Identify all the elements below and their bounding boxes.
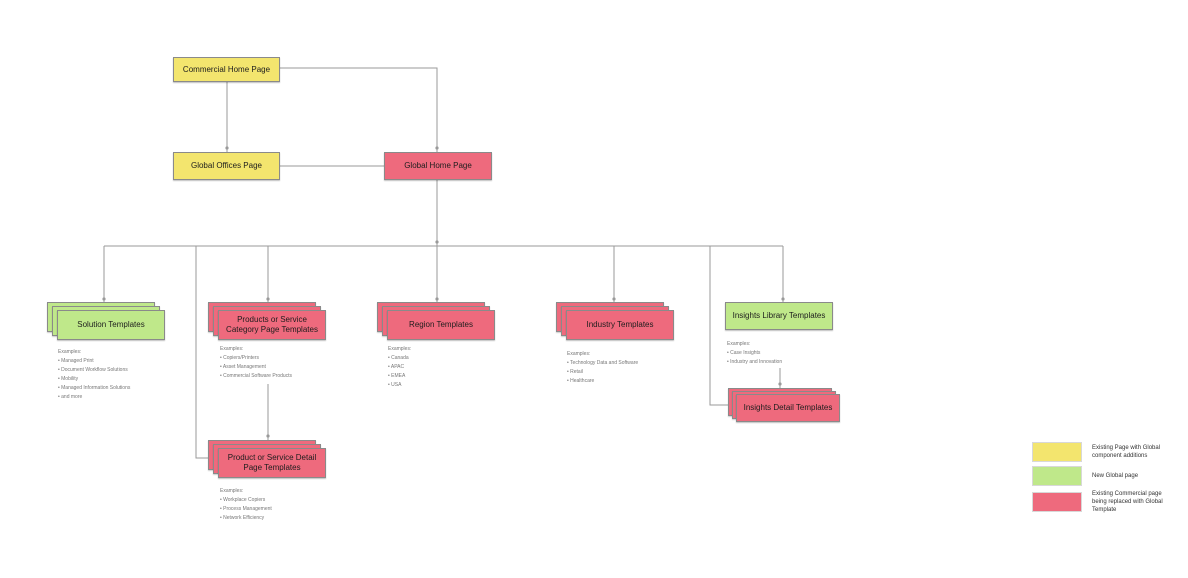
note-line: • Retail (567, 369, 583, 375)
node-insights-library[interactable]: Insights Library Templates (725, 302, 833, 330)
stack-solution-templates: Solution Templates (47, 302, 167, 342)
node-global-offices[interactable]: Global Offices Page (173, 152, 280, 180)
node-region-templates[interactable]: Region Templates (387, 310, 495, 340)
line-drop-to-detail (195, 246, 208, 459)
notes-insights: Examples: • Case Insights • Industry and… (727, 340, 782, 367)
note-line: • Asset Management (220, 364, 266, 370)
node-commercial-home[interactable]: Commercial Home Page (173, 57, 280, 82)
note-line: • Case Insights (727, 350, 761, 356)
note-line: Examples: (220, 346, 244, 352)
note-line: Examples: (567, 351, 591, 357)
node-industry-templates-label: Industry Templates (586, 320, 654, 329)
note-line: • Copiers/Printers (220, 355, 259, 361)
node-product-category-label: Products or Service Category Page Templa… (226, 315, 318, 334)
note-line: • Managed Print (58, 358, 94, 364)
note-line: • USA (388, 382, 402, 388)
legend-item-existing-global: Existing Page with Global component addi… (1032, 442, 1172, 462)
legend-swatch-green (1032, 466, 1082, 486)
note-line: Examples: (58, 349, 82, 355)
node-global-offices-label: Global Offices Page (190, 161, 262, 170)
note-line: • Document Workflow Solutions (58, 367, 128, 373)
legend-swatch-yellow (1032, 442, 1082, 462)
node-product-category[interactable]: Products or Service Category Page Templa… (218, 310, 326, 340)
node-solution-templates[interactable]: Solution Templates (57, 310, 165, 340)
note-line: Examples: (727, 341, 751, 347)
legend-item-new-global: New Global page (1032, 466, 1172, 486)
legend-item-replaced: Existing Commercial page being replaced … (1032, 490, 1172, 514)
line-commercial-to-global-home (280, 67, 438, 152)
stack-region-templates: Region Templates (377, 302, 497, 342)
legend-label: New Global page (1092, 473, 1139, 479)
stack-product-detail: Product or Service Detail Page Templates (208, 440, 328, 480)
stack-industry-templates: Industry Templates (556, 302, 676, 342)
node-global-home-label: Global Home Page (404, 161, 472, 170)
notes-region: Examples: • Canada • APAC • EMEA • USA (388, 345, 411, 390)
notes-category: Examples: • Copiers/Printers • Asset Man… (220, 345, 292, 381)
node-region-templates-label: Region Templates (409, 320, 473, 329)
node-insights-detail[interactable]: Insights Detail Templates (736, 394, 840, 422)
note-line: • Process Management (220, 506, 272, 512)
node-industry-templates[interactable]: Industry Templates (566, 310, 674, 340)
note-line: • Healthcare (567, 378, 595, 384)
note-line: • and more (58, 394, 83, 400)
node-commercial-home-label: Commercial Home Page (182, 64, 271, 74)
note-line: • Canada (388, 355, 409, 361)
notes-solution: Examples: • Managed Print • Document Wor… (58, 348, 130, 402)
note-line: • EMEA (388, 373, 406, 379)
note-line: • Mobility (58, 376, 79, 382)
legend-label: Existing Commercial page being replaced … (1092, 491, 1163, 513)
note-line: • Network Efficiency (220, 515, 265, 521)
node-product-detail-label: Product or Service Detail Page Templates (227, 453, 317, 472)
node-product-detail[interactable]: Product or Service Detail Page Templates (218, 448, 326, 478)
line-drop-to-insights-detail (709, 246, 728, 406)
note-line: Examples: (388, 346, 412, 352)
node-insights-library-label: Insights Library Templates (732, 311, 826, 320)
legend-swatch-red (1032, 492, 1082, 512)
notes-industry: Examples: • Technology Data and Software… (567, 350, 638, 386)
node-global-home[interactable]: Global Home Page (384, 152, 492, 180)
node-insights-detail-label: Insights Detail Templates (743, 403, 833, 412)
note-line: • Managed Information Solutions (58, 385, 131, 391)
note-line: • Technology Data and Software (567, 360, 639, 366)
note-line: • APAC (388, 364, 405, 370)
legend-label: Existing Page with Global component addi… (1092, 445, 1161, 459)
note-line: • Industry and Innovation (727, 359, 783, 365)
notes-detail: Examples: • Workplace Copiers • Process … (220, 487, 272, 523)
note-line: • Commercial Software Products (220, 373, 293, 379)
node-solution-templates-label: Solution Templates (77, 320, 145, 329)
note-line: Examples: (220, 488, 244, 494)
note-line: • Workplace Copiers (220, 497, 266, 503)
stack-insights-detail: Insights Detail Templates (728, 388, 843, 428)
stack-product-category: Products or Service Category Page Templa… (208, 302, 328, 342)
